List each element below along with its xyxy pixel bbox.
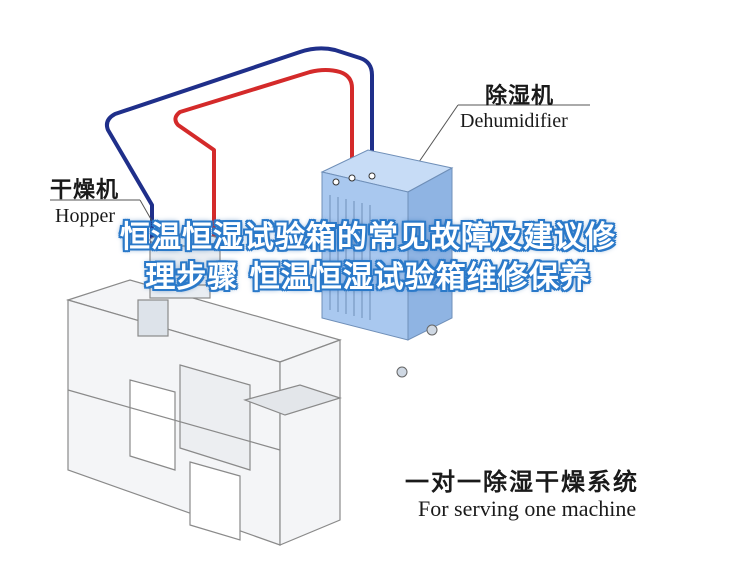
machine-panel (129, 379, 176, 471)
hopper-label-cn: 干燥机 (50, 178, 120, 203)
hopper-label-en: Hopper (55, 205, 115, 227)
pipes (104, 46, 374, 260)
red-pipe (173, 68, 354, 260)
machine-panel-2 (189, 461, 241, 541)
molding-machine (65, 267, 342, 546)
hopper-dryer (149, 233, 221, 286)
dehumidifier-label-en: Dehumidifier (460, 110, 568, 132)
blue-pipe (104, 46, 374, 260)
hopper-box (137, 299, 169, 337)
dehumidifier-label-cn: 除湿机 (485, 84, 555, 109)
machine-side (279, 339, 341, 546)
overlay-title: 恒温恒湿试验箱的常见故障及建议修理步骤 恒温恒湿试验箱维修保养 (120, 220, 616, 295)
dehumidifier-unit (320, 149, 454, 378)
system-label-cn: 一对一除湿干燥系统 (405, 468, 639, 496)
dehumidifier-side (407, 167, 453, 341)
machine-block-top (243, 384, 342, 416)
system-label-en: For serving one machine (418, 496, 637, 521)
machine-block (179, 364, 251, 471)
